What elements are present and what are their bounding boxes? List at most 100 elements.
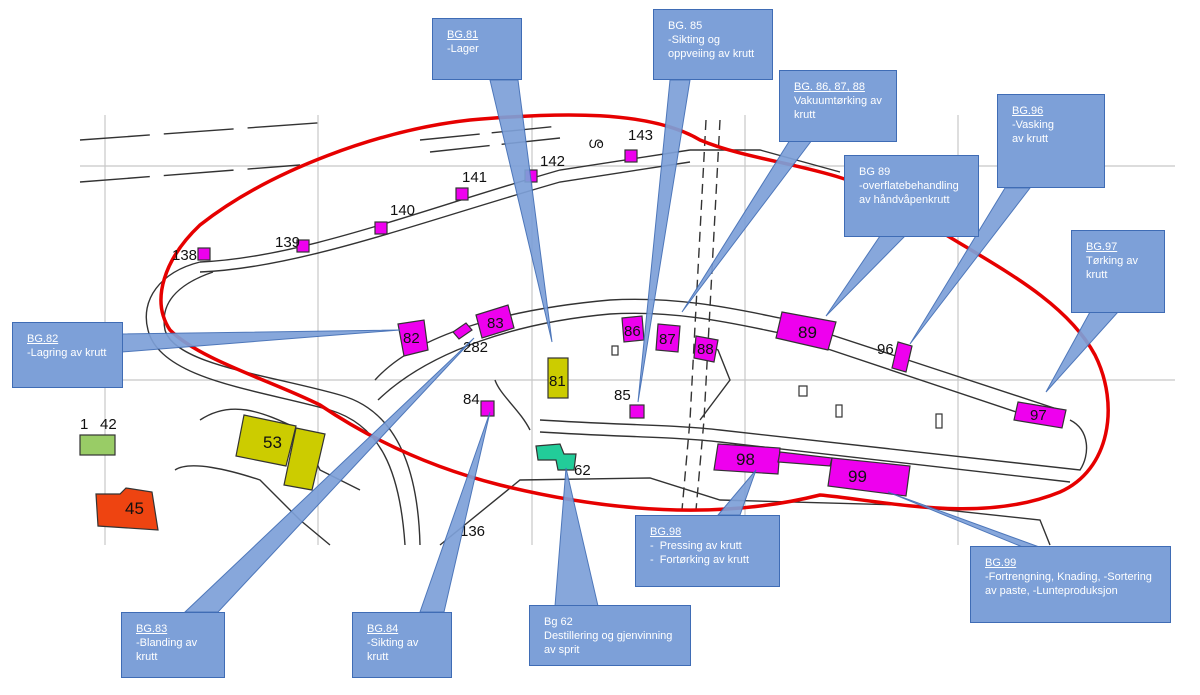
pointer-bg62: [554, 467, 599, 607]
pointer-bg81: [489, 79, 553, 343]
map-label-138: 138: [172, 247, 197, 264]
callout-bg85: BG. 85 -Sikting og oppveiing av krutt: [653, 9, 773, 80]
building-98: [713, 443, 781, 475]
building-98-link: [777, 451, 833, 467]
map-label-84: 84: [463, 391, 480, 408]
callout-text: krutt: [367, 651, 389, 663]
building-96: [891, 341, 913, 373]
callout-bg82: BG.82 -Lagring av krutt: [12, 322, 123, 388]
map-label-99: 99: [848, 467, 867, 486]
callout-text: krutt: [794, 109, 816, 121]
map-label-89: 89: [798, 323, 817, 342]
map-label-141: 141: [462, 169, 487, 186]
map-label-87: 87: [659, 331, 676, 348]
callout-code: BG 89: [859, 166, 891, 178]
small-structure: [611, 345, 619, 356]
map-label-140: 140: [390, 202, 415, 219]
building-143: [624, 149, 638, 163]
callout-text: -Lager: [447, 43, 479, 55]
building-89: [775, 311, 837, 351]
callout-text: krutt: [1086, 269, 1108, 281]
building-84: [480, 400, 495, 417]
callout-code: BG.81: [447, 29, 479, 41]
callout-text: -Vasking: [1012, 119, 1054, 131]
callout-code: BG.98: [650, 526, 682, 538]
building-88: [693, 335, 719, 363]
callout-code: BG.97: [1086, 241, 1118, 253]
callout-bg81: BG.81 -Lager: [432, 18, 522, 80]
callout-pointers: [121, 79, 1120, 613]
map-label-45: 45: [125, 499, 144, 518]
map-label-136: 136: [460, 523, 485, 540]
callout-text: -Lagring av krutt: [27, 347, 107, 359]
callout-bg96: BG.96 -Vasking av krutt: [997, 94, 1105, 188]
callout-text: av håndvåpenkrutt: [859, 194, 950, 206]
map-label-88: 88: [697, 341, 714, 358]
map-label-42: 42: [100, 416, 117, 433]
map-label-85: 85: [614, 387, 631, 404]
callout-text: -Blanding av: [136, 637, 198, 649]
callout-text: -Sikting av: [367, 637, 419, 649]
map-label-96: 96: [877, 341, 894, 358]
callout-text: av krutt: [1012, 133, 1049, 145]
callout-bg98: BG.98 - Pressing av krutt - Fortørking a…: [635, 515, 780, 587]
building-53-wing: [283, 427, 326, 491]
callout-bg83: BG.83 -Blanding av krutt: [121, 612, 225, 678]
pointer-bg83: [183, 337, 475, 613]
callout-text: -Sikting og: [668, 34, 720, 46]
callout-bg99: BG.99 -Fortrengning, Knading, -Sortering…: [970, 546, 1171, 623]
railway: [681, 119, 721, 511]
building-141: [455, 187, 469, 201]
map-label-86: 86: [624, 323, 641, 340]
callout-code: BG.83: [136, 623, 168, 635]
callout-text: - Pressing av krutt: [650, 540, 742, 552]
building-87: [655, 323, 681, 353]
map-label-62: 62: [574, 462, 591, 479]
building-99: [827, 457, 911, 497]
pointer-bg82: [121, 329, 401, 353]
map-label-82: 82: [403, 330, 420, 347]
map-label-282: 282: [463, 339, 488, 356]
map-label-83: 83: [487, 315, 504, 332]
building-85: [629, 404, 645, 419]
building-140: [374, 221, 388, 235]
callout-text: av sprit: [544, 644, 580, 656]
callout-code: BG.82: [27, 333, 59, 345]
map-labels: 138 139 140 141 142 143 ശ 82 83 282 81 8…: [80, 127, 1047, 540]
building-53: [235, 414, 297, 467]
map-label-139: 139: [275, 234, 300, 251]
callout-code: BG.96: [1012, 105, 1044, 117]
callout-text: -Fortrengning, Knading, -Sortering: [985, 571, 1152, 583]
callout-bg84: BG.84 -Sikting av krutt: [352, 612, 452, 678]
callout-text: av paste, -Lunteproduksjon: [985, 585, 1118, 597]
pointer-bg99: [887, 491, 1043, 549]
building-97: [1013, 401, 1067, 429]
map-label-road-mark: ശ: [588, 135, 604, 152]
callout-code: BG. 85: [668, 20, 703, 32]
callout-bg62: Bg 62 Destillering og gjenvinning av spr…: [529, 605, 691, 666]
buildings: [79, 149, 1067, 531]
building-81: [547, 357, 569, 399]
callout-code: BG.99: [985, 557, 1017, 569]
pointer-bg85: [637, 79, 691, 403]
building-62: [535, 443, 577, 471]
callout-code: BG.84: [367, 623, 399, 635]
callout-text: krutt: [136, 651, 158, 663]
building-45: [95, 487, 159, 531]
building-82: [397, 319, 429, 357]
callout-bg868788: BG. 86, 87, 88 Vakuumtørking av krutt: [779, 70, 897, 142]
callout-code: BG. 86, 87, 88: [794, 81, 865, 93]
highlight-outline: [159, 113, 1110, 512]
map-label-143: 143: [628, 127, 653, 144]
small-structure: [935, 413, 943, 429]
building-83: [475, 304, 515, 339]
map-label-53: 53: [263, 433, 282, 452]
callout-text: oppveiing av krutt: [668, 48, 755, 60]
map-label-1: 1: [80, 416, 88, 433]
pointer-bg96: [909, 187, 1032, 345]
map-label-142: 142: [540, 153, 565, 170]
building-139: [296, 239, 310, 253]
small-structure: [798, 385, 808, 397]
callout-bg89: BG 89 -overflatebehandling av håndvåpenk…: [844, 155, 979, 237]
